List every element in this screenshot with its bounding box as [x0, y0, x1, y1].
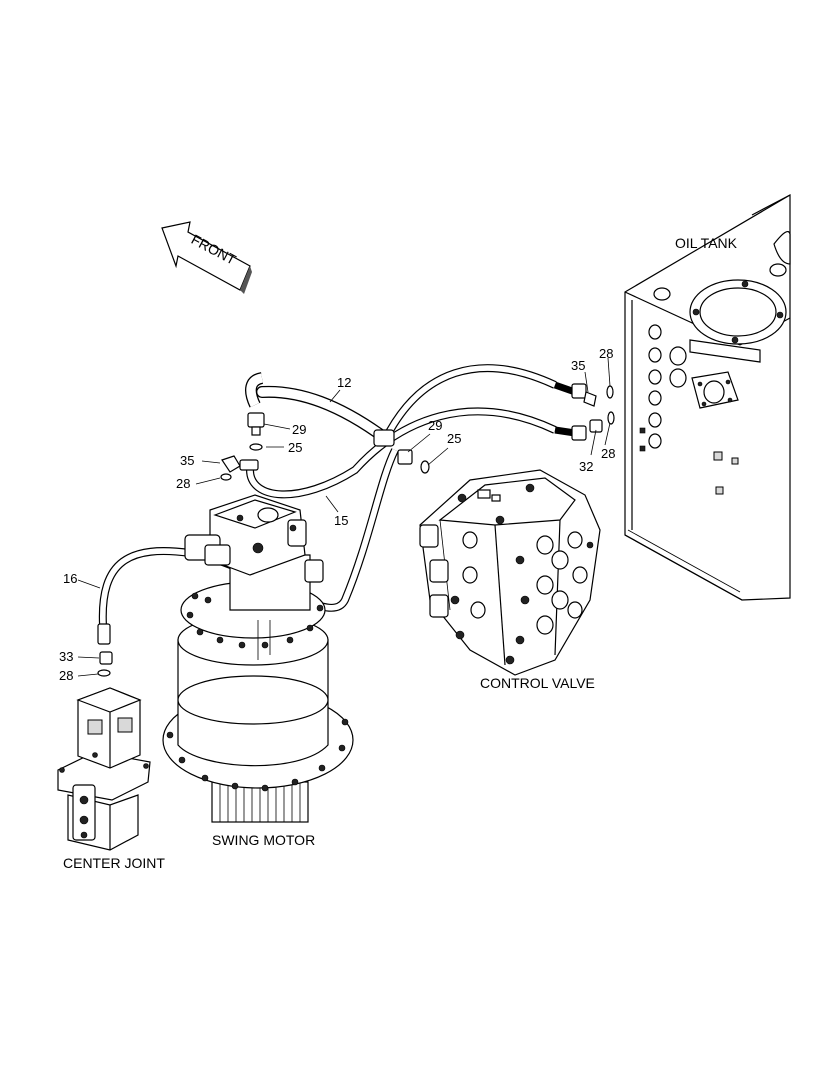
- callout-oring-28-joint: 28: [59, 668, 73, 683]
- callout-fitting-35-motor: 35: [180, 453, 194, 468]
- hose-12: [245, 372, 391, 444]
- control-valve-spools: [450, 483, 594, 665]
- callout-oring-25-valve: 25: [447, 431, 461, 446]
- leader-lines: [77, 357, 611, 677]
- housing-bolts: [186, 592, 324, 649]
- callout-fitting-32-tank: 32: [579, 459, 593, 474]
- callout-fitting-33-joint: 33: [59, 649, 73, 664]
- caption-control-valve: CONTROL VALVE: [480, 675, 595, 691]
- callout-oring-25-motor: 25: [288, 440, 302, 455]
- callout-fitting-29-valve: 29: [428, 418, 442, 433]
- flange-bolts: [166, 718, 349, 792]
- oil-tank: [624, 193, 791, 601]
- callout-hose-15: 15: [334, 513, 348, 528]
- swing-motor: [162, 494, 354, 823]
- component-captions: OIL TANK CONTROL VALVE SWING MOTOR CENTE…: [63, 235, 738, 871]
- fittings: [97, 383, 615, 677]
- callout-oring-28-tank-top: 28: [599, 346, 613, 361]
- callout-oring-28-tank-bottom: 28: [601, 446, 615, 461]
- callout-hose-12: 12: [337, 375, 351, 390]
- caption-center-joint: CENTER JOINT: [63, 855, 165, 871]
- center-joint: [57, 687, 151, 851]
- caption-oil-tank: OIL TANK: [675, 235, 738, 251]
- tank-port-fittings: [639, 324, 687, 452]
- callout-numbers: 12 29 25 35 28 15 16 33 28 29 25 35 28 3…: [59, 346, 615, 683]
- callout-fitting-35-tank: 35: [571, 358, 585, 373]
- callout-hose-16: 16: [63, 571, 77, 586]
- callout-oring-28-motor: 28: [176, 476, 190, 491]
- callout-fitting-29-motor: 29: [292, 422, 306, 437]
- control-valve: [419, 469, 601, 676]
- front-direction-arrow: FRONT: [161, 221, 252, 294]
- caption-swing-motor: SWING MOTOR: [212, 832, 315, 848]
